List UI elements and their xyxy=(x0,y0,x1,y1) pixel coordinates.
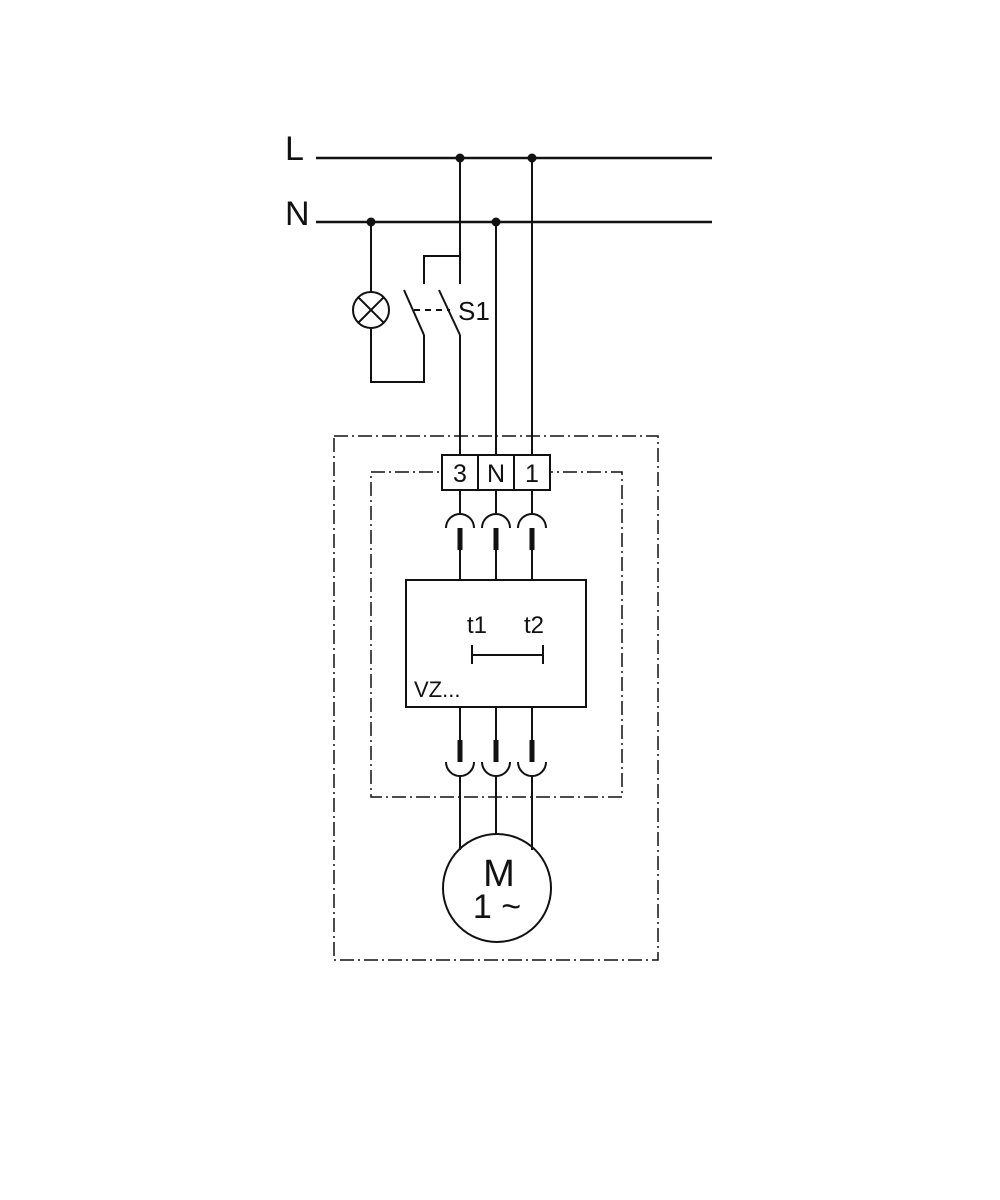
motor-symbol: M xyxy=(483,853,515,895)
lamp-icon xyxy=(352,222,425,383)
motor-icon xyxy=(442,833,552,943)
terminal-block xyxy=(441,454,551,491)
junction-dots xyxy=(366,153,537,227)
switch-s1 xyxy=(403,158,461,455)
t1-label: t1 xyxy=(467,612,487,639)
t2-label: t2 xyxy=(524,612,544,639)
outer-enclosure xyxy=(333,435,659,961)
switch-label: S1 xyxy=(458,296,490,326)
lower-plug-connectors xyxy=(445,707,547,850)
terminal-1: 1 xyxy=(525,460,539,488)
motor-phase: 1 ~ xyxy=(473,888,521,926)
upper-plug-connectors xyxy=(445,490,547,580)
rail-label-l: L xyxy=(285,130,304,168)
time-interval-bracket xyxy=(471,645,544,664)
rail-label-n: N xyxy=(285,195,310,233)
module-label: VZ... xyxy=(414,677,460,702)
terminal-n: N xyxy=(487,460,505,488)
terminal-3: 3 xyxy=(453,460,467,488)
